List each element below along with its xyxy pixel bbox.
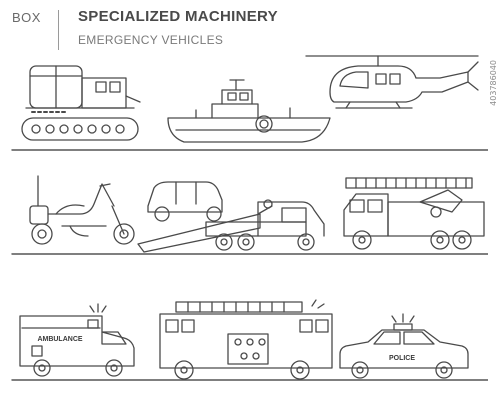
police-car-icon — [339, 313, 469, 379]
ambulance-label: AMBULANCE — [37, 336, 82, 343]
fire-engine-icon — [159, 299, 333, 380]
page-title: SPECIALIZED MACHINERY — [78, 8, 278, 25]
header-divider — [58, 10, 59, 50]
page-subtitle: EMERGENCY VEHICLES — [78, 33, 224, 47]
ambulance-icon — [19, 303, 135, 377]
rescue-boat-icon — [167, 79, 331, 143]
tow-truck-icon — [137, 181, 325, 253]
snowcat-icon — [21, 65, 141, 141]
motorcycle-icon — [29, 175, 135, 245]
category-label: BOX — [12, 10, 41, 25]
helicopter-icon — [305, 55, 479, 109]
stock-id-watermark: 403786040 — [489, 60, 498, 106]
watermark-strip — [488, 0, 500, 400]
police-label: POLICE — [389, 355, 415, 362]
ladder-fire-truck-icon — [343, 177, 485, 250]
